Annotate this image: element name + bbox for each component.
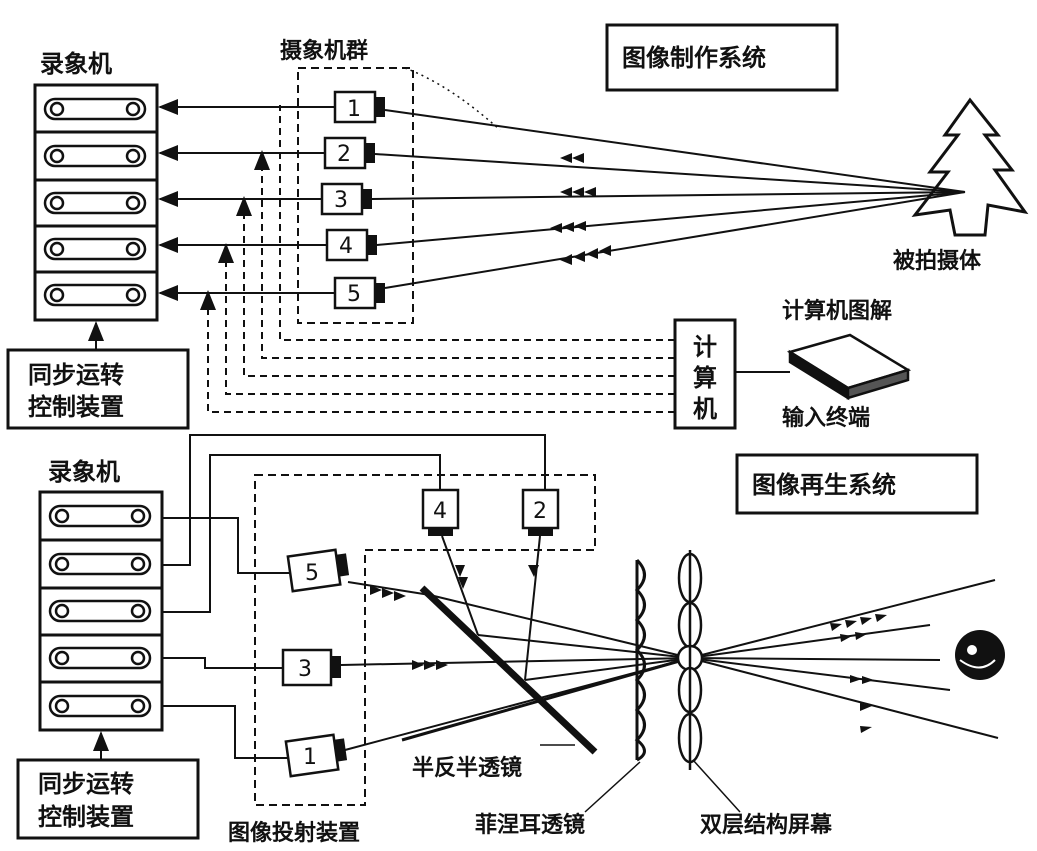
bottom-recorder-label: 录象机 <box>48 458 120 486</box>
camera-5: 5 <box>333 276 385 310</box>
fresnel-label: 菲涅耳透镜 <box>475 812 585 838</box>
top-sync-label-2: 控制装置 <box>28 393 124 421</box>
screen-label: 双层结构屏幕 <box>700 812 833 838</box>
ray-arrowheads <box>550 153 611 265</box>
subject-label: 被拍摄体 <box>893 248 982 274</box>
svg-text:2: 2 <box>337 142 351 167</box>
svg-text:5: 5 <box>305 561 319 586</box>
svg-text:4: 4 <box>433 499 447 524</box>
projector-box <box>254 474 596 806</box>
tree-icon <box>911 97 1029 237</box>
svg-text:1: 1 <box>347 97 361 122</box>
projector-5: 5 <box>286 548 350 593</box>
lower-ray <box>401 656 691 742</box>
svg-text:4: 4 <box>339 234 353 259</box>
bottom-sync-label-1: 同步运转 <box>38 770 134 798</box>
input-terminal-icon <box>786 333 912 401</box>
camera-group-leader <box>404 67 501 131</box>
computer-box <box>673 318 737 430</box>
camera-1: 1 <box>333 90 385 124</box>
fresnel-lens <box>634 558 646 762</box>
fresnel-leader <box>584 761 641 813</box>
viewer-icon <box>955 630 1005 680</box>
top-sync-label-1: 同步运转 <box>28 361 124 389</box>
computer-char-1: 计 <box>693 333 717 361</box>
camera-4: 4 <box>325 228 377 262</box>
camera-recorder-arrows <box>158 99 335 301</box>
half-mirror <box>419 585 598 755</box>
computer-graphics-label: 计算机图解 <box>782 298 892 324</box>
top-recorder-label: 录象机 <box>40 50 112 78</box>
projector-1: 1 <box>284 733 348 778</box>
reproduction-system-title: 图像再生系统 <box>752 471 896 499</box>
projector-label: 图像投射装置 <box>228 820 360 846</box>
svg-text:2: 2 <box>533 499 547 524</box>
production-system-box <box>605 23 839 92</box>
reproduction-system-box <box>735 453 979 515</box>
control-lines <box>200 105 675 413</box>
tape-reel-icon <box>48 504 152 718</box>
tape-reel-icon <box>43 97 147 307</box>
svg-text:3: 3 <box>334 188 348 213</box>
screen-leader <box>692 759 741 813</box>
projector-2: 2 <box>521 488 560 536</box>
bottom-sync-box <box>16 758 200 840</box>
subject-rays <box>371 109 966 289</box>
top-sync-box <box>6 348 190 430</box>
svg-text:3: 3 <box>298 657 312 682</box>
camera-3: 3 <box>320 182 372 216</box>
input-terminal-label: 输入终端 <box>782 405 870 431</box>
recorder-projector-wires <box>162 434 546 759</box>
camera-2: 2 <box>323 136 375 170</box>
projector-4: 4 <box>421 488 460 536</box>
bottom-recorder <box>38 490 164 732</box>
bottom-sync-label-2: 控制装置 <box>38 803 134 831</box>
double-layer-screen <box>676 550 704 770</box>
svg-text:5: 5 <box>347 282 361 307</box>
projection-rays <box>340 535 999 751</box>
camera-group-box <box>297 67 414 324</box>
top-recorder <box>33 83 159 322</box>
camera-group-label: 摄象机群 <box>280 38 368 64</box>
projector-3: 3 <box>281 648 341 687</box>
computer-char-3: 机 <box>693 395 717 423</box>
svg-text:1: 1 <box>303 745 317 770</box>
production-system-title: 图像制作系统 <box>622 44 766 72</box>
computer-char-2: 算 <box>693 364 717 392</box>
half-mirror-label: 半反半透镜 <box>412 755 522 781</box>
projection-arrowheads <box>370 565 887 733</box>
